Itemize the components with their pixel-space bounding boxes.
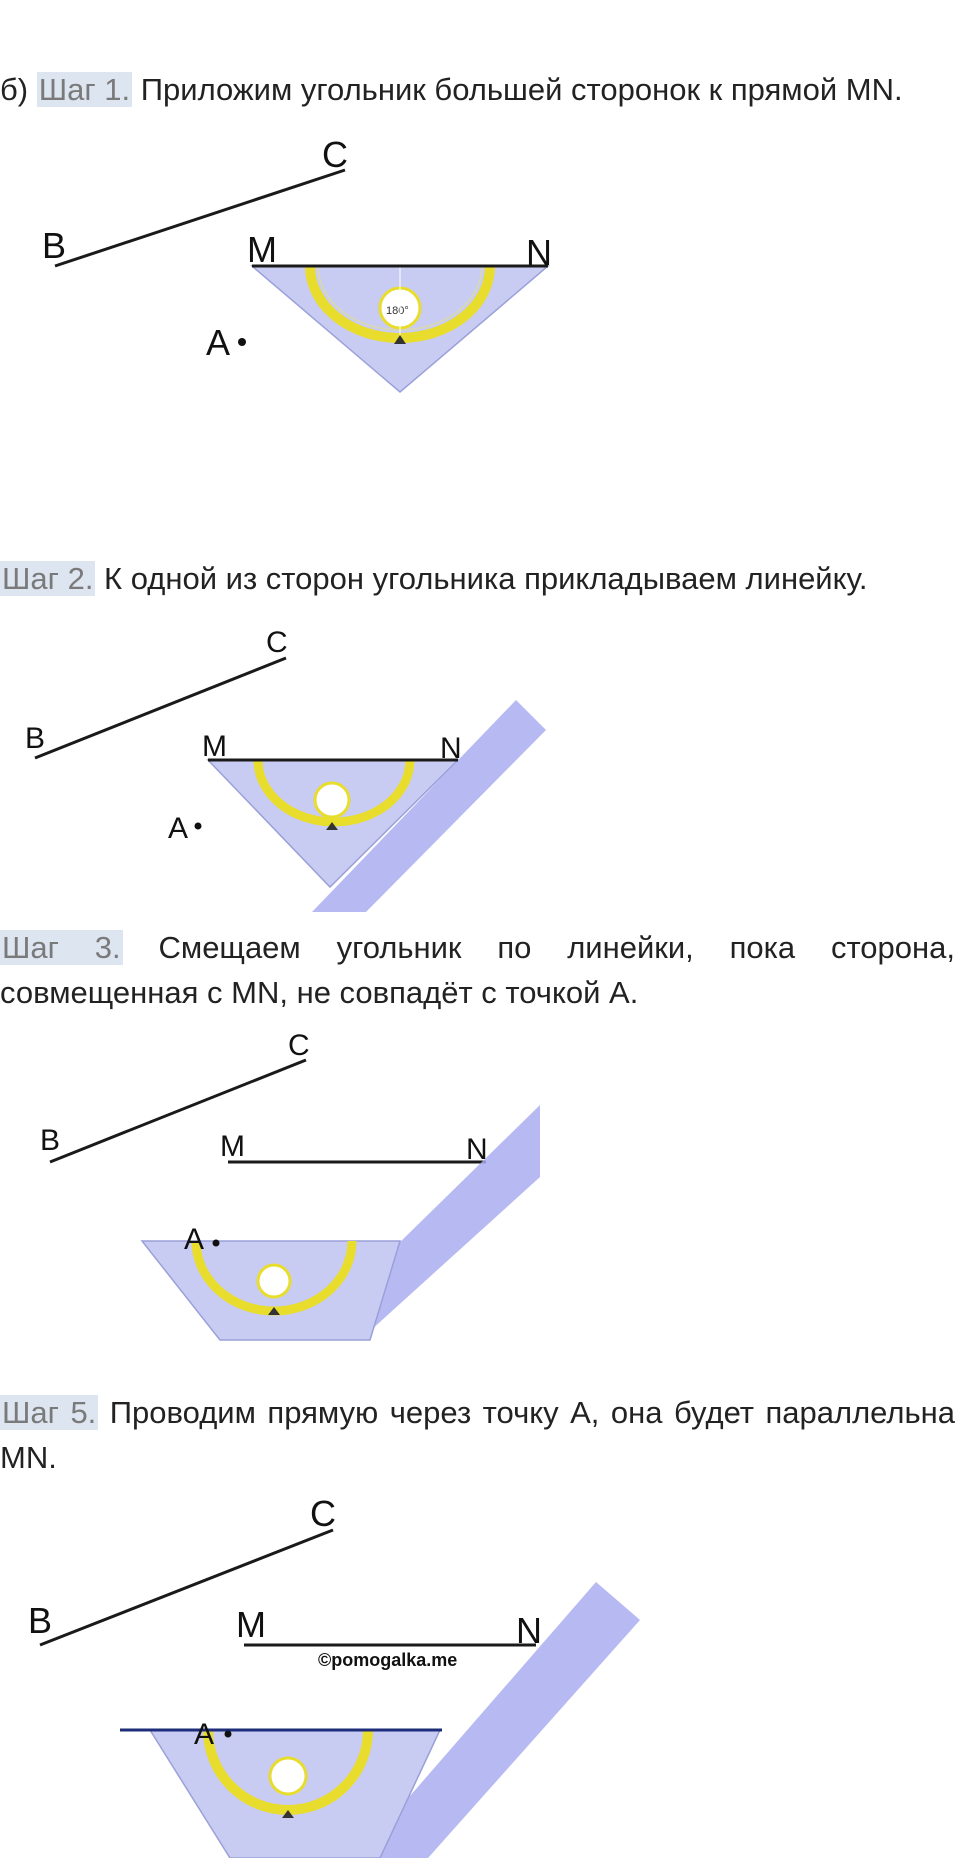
point-a xyxy=(238,338,246,346)
label-b: B xyxy=(42,225,66,266)
label-n: N xyxy=(516,1610,542,1651)
label-b: B xyxy=(25,722,45,755)
step-2-label: Шаг 2. xyxy=(0,561,96,596)
line-bc xyxy=(39,1528,334,1647)
label-c: C xyxy=(288,1029,310,1062)
label-a: A xyxy=(184,1223,204,1256)
point-a xyxy=(224,1730,232,1738)
label-b: B xyxy=(28,1600,52,1641)
point-a xyxy=(212,1239,220,1247)
line-bc xyxy=(54,168,346,268)
watermark: ©pomogalka.me xyxy=(318,1650,457,1670)
figure-step-2: B C M N A xyxy=(25,626,546,912)
label-n: N xyxy=(466,1133,488,1166)
label-a: A xyxy=(206,322,230,363)
label-m: M xyxy=(247,229,277,270)
set-square xyxy=(148,1729,442,1858)
step-2-text: Шаг 2. К одной из сторон угольника прикл… xyxy=(0,561,868,596)
label-n: N xyxy=(526,232,552,273)
line-bc xyxy=(34,656,287,760)
label-m: M xyxy=(202,730,227,763)
label-a: A xyxy=(168,812,188,845)
protractor-mark: 180° xyxy=(386,305,409,317)
set-square: 180° xyxy=(249,265,551,393)
line-bc xyxy=(49,1058,307,1164)
set-square xyxy=(140,1240,402,1341)
point-a xyxy=(194,822,202,830)
step-5-label: Шаг 5. xyxy=(0,1395,99,1430)
label-b: B xyxy=(40,1124,60,1157)
label-n: N xyxy=(440,732,462,765)
label-c: C xyxy=(266,626,288,659)
step-3-text: Шаг 3. Смещаем угольник по линейки, пока… xyxy=(0,930,955,1010)
label-m: M xyxy=(236,1604,266,1645)
label-c: C xyxy=(322,134,348,175)
ruler xyxy=(312,700,546,912)
step-5-text: Шаг 5. Проводим прямую через точку А, он… xyxy=(0,1395,955,1475)
label-m: M xyxy=(220,1130,245,1163)
label-a: A xyxy=(194,1718,214,1751)
step-1-label: Шаг 1. xyxy=(36,72,133,107)
figure-step-5: B C M N ©pomogalka.me A xyxy=(28,1493,640,1858)
set-square xyxy=(206,759,460,889)
figure-step-1: B C 180° M N A xyxy=(42,134,552,393)
figure-step-3: B C M N A xyxy=(40,1029,540,1341)
ruler xyxy=(356,1582,640,1858)
step-1-text: б) Шаг 1. Приложим угольник большей стор… xyxy=(0,72,903,107)
step-3-label: Шаг 3. xyxy=(0,930,123,965)
label-c: C xyxy=(310,1493,336,1534)
